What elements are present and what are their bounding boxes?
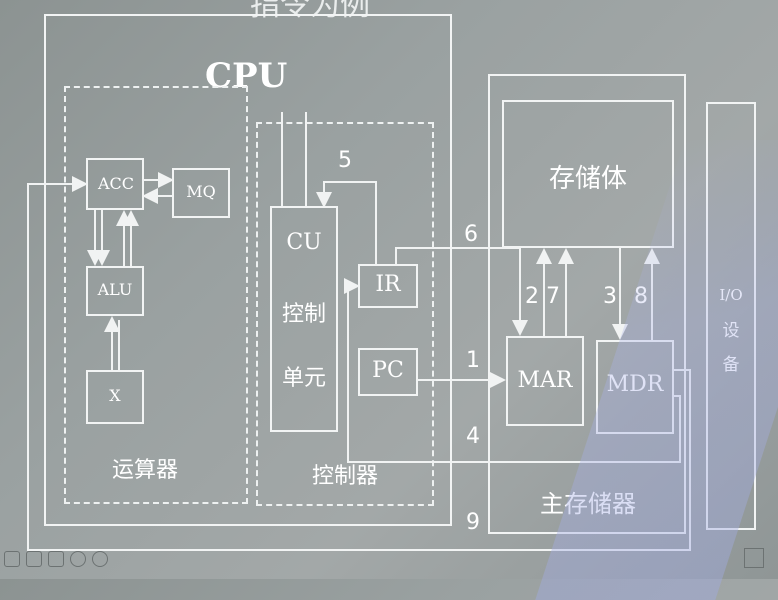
pen-icon[interactable]	[26, 551, 42, 567]
mq-label: MQ	[186, 182, 216, 201]
x-label: X	[109, 386, 121, 405]
main-memory-label: 主存储器	[540, 490, 636, 518]
mq-register	[172, 168, 230, 218]
next-slide-icon[interactable]	[744, 548, 764, 568]
step-8: 8	[634, 284, 648, 309]
zoom-icon[interactable]	[70, 551, 86, 567]
storage-block	[502, 100, 674, 248]
step-1: 1	[466, 348, 480, 373]
step-9: 9	[466, 510, 480, 535]
options-icon[interactable]	[92, 551, 108, 567]
data-paths	[27, 112, 691, 551]
mdr-label: MDR	[606, 372, 664, 397]
mdr-to-ir-path	[344, 278, 681, 463]
acc-label: ACC	[97, 174, 135, 193]
cu-label-line2: 控制	[281, 302, 326, 327]
step-3: 3	[603, 284, 617, 309]
step-6: 6	[464, 222, 478, 247]
ir-to-cu-path	[316, 181, 377, 264]
ir-label: IR	[375, 272, 401, 297]
pc-register	[358, 348, 418, 396]
slideshow-toolbar	[4, 551, 108, 567]
mdr-to-acc-path	[27, 176, 691, 551]
control-unit-label: 控制器	[312, 464, 379, 489]
io-label-line2: 设	[722, 321, 740, 341]
prev-slide-icon[interactable]	[4, 551, 20, 567]
alu-unit-label: 运算器	[112, 458, 179, 483]
io-device-box	[706, 102, 756, 530]
step-5: 5	[338, 148, 352, 173]
main-memory-box	[488, 74, 686, 534]
cu-label-line1: CU	[286, 230, 322, 255]
alu-unit-region	[64, 86, 248, 504]
step-2: 2	[525, 284, 539, 309]
control-unit-region	[256, 122, 434, 506]
step-4: 4	[466, 424, 480, 449]
cu-block	[270, 206, 338, 432]
slide-title-partial: 指令为例	[250, 0, 370, 23]
alu-label: ALU	[97, 280, 133, 299]
slides-grid-icon[interactable]	[48, 551, 64, 567]
storage-label: 存储体	[548, 164, 627, 194]
step-7: 7	[546, 284, 560, 309]
mar-register	[506, 336, 584, 426]
io-label-line1: I/O	[719, 286, 743, 304]
alu-block	[86, 266, 144, 316]
mar-label: MAR	[517, 368, 573, 393]
cu-label-line3: 单元	[281, 366, 326, 391]
cpu-box	[44, 14, 452, 526]
io-label-line3: 备	[722, 355, 740, 375]
ir-to-mar-path	[395, 247, 528, 336]
pc-label: PC	[372, 358, 404, 383]
x-register	[86, 370, 144, 424]
mdr-register	[596, 340, 674, 434]
